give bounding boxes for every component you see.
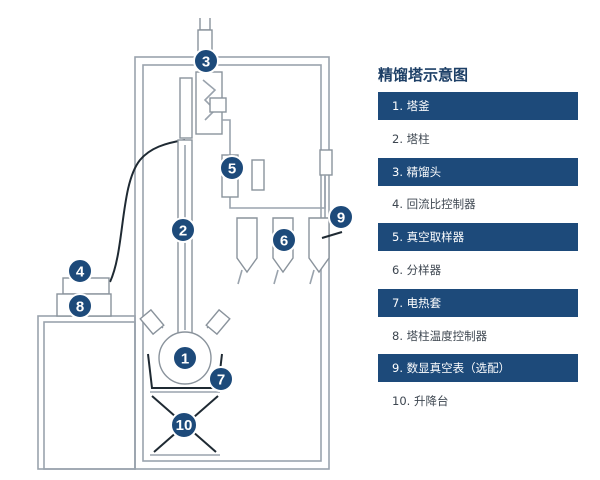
legend: 精馏塔示意图 1. 塔釜 2. 塔柱 3. 精馏头 4. 回流比控制器 5. 真… [378, 62, 578, 420]
marker-8: 8 [67, 293, 93, 319]
svg-text:3: 3 [202, 54, 210, 71]
svg-text:9: 9 [337, 210, 345, 227]
distillation-diagram: 1 2 3 4 5 6 7 8 9 10 [37, 18, 354, 470]
legend-item: 3. 精馏头 [378, 157, 578, 186]
legend-item: 10. 升降台 [378, 387, 578, 416]
marker-2: 2 [170, 217, 196, 243]
marker-10: 10 [170, 411, 198, 439]
marker-5: 5 [219, 155, 245, 181]
vacuum-gauge-handle [321, 231, 343, 239]
legend-item: 6. 分样器 [378, 255, 578, 284]
sample-receivers [236, 217, 330, 285]
marker-9: 9 [328, 204, 354, 230]
marker-6: 6 [271, 227, 297, 253]
legend-item: 5. 真空取样器 [378, 223, 578, 252]
marker-7: 7 [208, 366, 234, 392]
legend-title: 精馏塔示意图 [378, 66, 469, 84]
svg-text:8: 8 [76, 299, 84, 316]
side-frame [37, 315, 136, 470]
svg-text:6: 6 [280, 233, 288, 250]
svg-text:4: 4 [76, 264, 85, 281]
svg-text:10: 10 [176, 417, 193, 434]
legend-item: 9. 数显真空表（选配） [378, 354, 578, 383]
svg-text:7: 7 [217, 372, 225, 389]
marker-3: 3 [193, 48, 219, 74]
legend-item: 2. 塔柱 [378, 124, 578, 153]
svg-text:1: 1 [181, 351, 189, 368]
legend-item: 7. 电热套 [378, 288, 578, 317]
legend-item: 1. 塔釜 [378, 92, 578, 120]
legend-item: 8. 塔柱温度控制器 [378, 321, 578, 350]
svg-text:2: 2 [179, 223, 187, 240]
marker-1: 1 [172, 345, 198, 371]
distillation-head [179, 18, 227, 139]
marker-4: 4 [67, 258, 93, 284]
legend-item: 4. 回流比控制器 [378, 190, 578, 219]
svg-text:5: 5 [228, 161, 236, 178]
control-cable [109, 139, 186, 283]
